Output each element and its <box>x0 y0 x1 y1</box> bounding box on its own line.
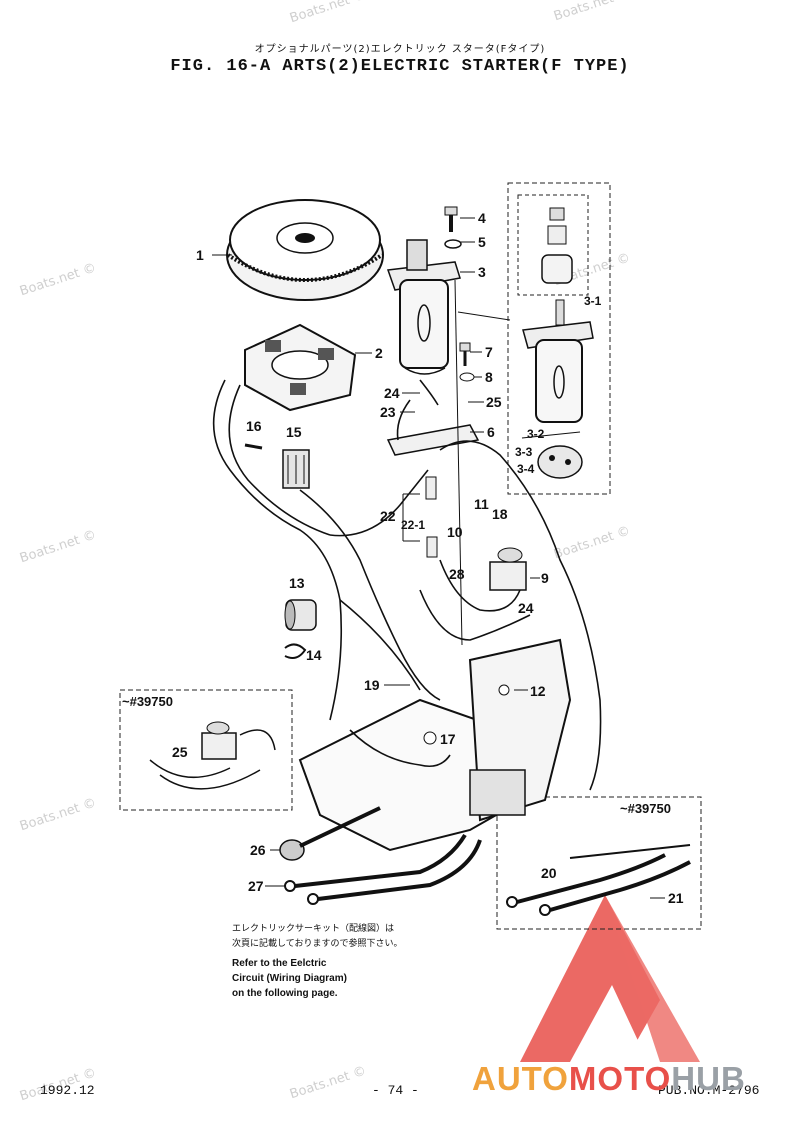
callout-3-4: 3-4 <box>517 462 535 476</box>
callout-19: 19 <box>364 677 380 693</box>
note-en-line: Refer to the Eelctric <box>232 958 327 969</box>
note-jp-line: 次頁に記載しておりますので参照下さい。 <box>232 939 403 949</box>
note-en-line: on the following page. <box>232 988 338 999</box>
page-number: - 74 - <box>372 1083 419 1098</box>
starter-detail-icon <box>522 207 594 479</box>
callout-7: 7 <box>485 344 493 360</box>
brand-wordmark: AUTOMOTOHUB <box>472 1060 746 1098</box>
fuse-holder-icon <box>402 476 438 558</box>
callout-15: 15 <box>286 424 302 440</box>
callout-27: 27 <box>248 878 264 894</box>
callout-16: 16 <box>246 418 262 434</box>
note-en-line: Circuit (Wiring Diagram) <box>232 973 347 984</box>
callout-24: 24 <box>518 600 534 616</box>
stator-plate-icon <box>244 323 357 412</box>
detail-box-pinion <box>517 194 589 296</box>
callout-3-1: 3-1 <box>584 294 602 308</box>
leader-lines <box>212 217 665 899</box>
brand-part: AUTO <box>472 1060 569 1097</box>
starter-relay-icon <box>489 547 527 591</box>
callout-8: 8 <box>485 369 493 385</box>
screw-icon <box>244 443 263 450</box>
callout-9: 9 <box>541 570 549 586</box>
wiring-note-japanese: エレクトリックサーキット（配線図）は 次頁に記載しておりますので参照下さい。 <box>232 922 452 952</box>
callout-25: 25 <box>172 744 188 760</box>
bolt-icon <box>444 206 458 232</box>
callout-21: 21 <box>668 890 684 906</box>
callout-2: 2 <box>375 345 383 361</box>
callout-25: 25 <box>486 394 502 410</box>
washer-icon <box>444 239 462 249</box>
solenoid-icon <box>284 599 317 659</box>
flywheel-icon <box>226 199 384 301</box>
callout-28: 28 <box>449 566 465 582</box>
callout-24: 24 <box>384 385 400 401</box>
note-jp-line: エレクトリックサーキット（配線図）は <box>232 924 395 934</box>
callout-11: 11 <box>474 496 489 512</box>
title-japanese: オプショナルパーツ(2)エレクトリック スタータ(Fタイプ) <box>254 44 546 55</box>
callout-17: 17 <box>440 731 456 747</box>
brand-part: MOTO <box>568 1060 672 1097</box>
callout-1: 1 <box>196 247 204 263</box>
callout-6: 6 <box>487 424 495 440</box>
detail-box-starter <box>507 182 611 495</box>
callout-22-1: 22-1 <box>401 518 426 532</box>
callout-3-3: 3-3 <box>515 445 533 459</box>
bracket-icon <box>386 342 480 456</box>
grommet-icon <box>279 806 381 861</box>
callout-10: 10 <box>447 524 463 540</box>
callout-22: 22 <box>380 508 396 524</box>
callout-13: 13 <box>289 575 305 591</box>
figure-title: FIG. 16-A ARTS(2)ELECTRIC STARTER(F TYPE… <box>170 57 630 76</box>
callout-3-2: 3-2 <box>527 427 545 441</box>
starter-motor-icon <box>386 239 461 375</box>
footer-date: 1992.12 <box>40 1083 95 1098</box>
lower-cowling-icon <box>298 638 572 852</box>
detail-box-serial-left <box>119 689 293 811</box>
relay-detail-icon <box>149 721 276 790</box>
brand-part: HUB <box>671 1060 746 1097</box>
callout-18: 18 <box>492 506 508 522</box>
callout-23: 23 <box>380 404 396 420</box>
callout-20: 20 <box>541 865 557 881</box>
wiring-note-english: Refer to the Eelctric Circuit (Wiring Di… <box>232 956 432 1001</box>
callout-26: 26 <box>250 842 266 858</box>
callout-5: 5 <box>478 234 486 250</box>
wiring-harness-icon <box>212 279 602 791</box>
callout-4: 4 <box>478 210 486 226</box>
serial-note-right: ~#39750 <box>620 801 671 816</box>
serial-note-left: ~#39750 <box>122 694 173 709</box>
callout-12: 12 <box>530 683 546 699</box>
callout-3: 3 <box>478 264 486 280</box>
publication-number: PUB.NO.M-2796 <box>658 1083 760 1098</box>
rectifier-icon <box>282 449 310 489</box>
callout-14: 14 <box>306 647 322 663</box>
battery-cable-icon <box>284 833 482 905</box>
brand-logo-icon <box>520 895 700 1062</box>
cable-detail-icon <box>506 844 691 916</box>
